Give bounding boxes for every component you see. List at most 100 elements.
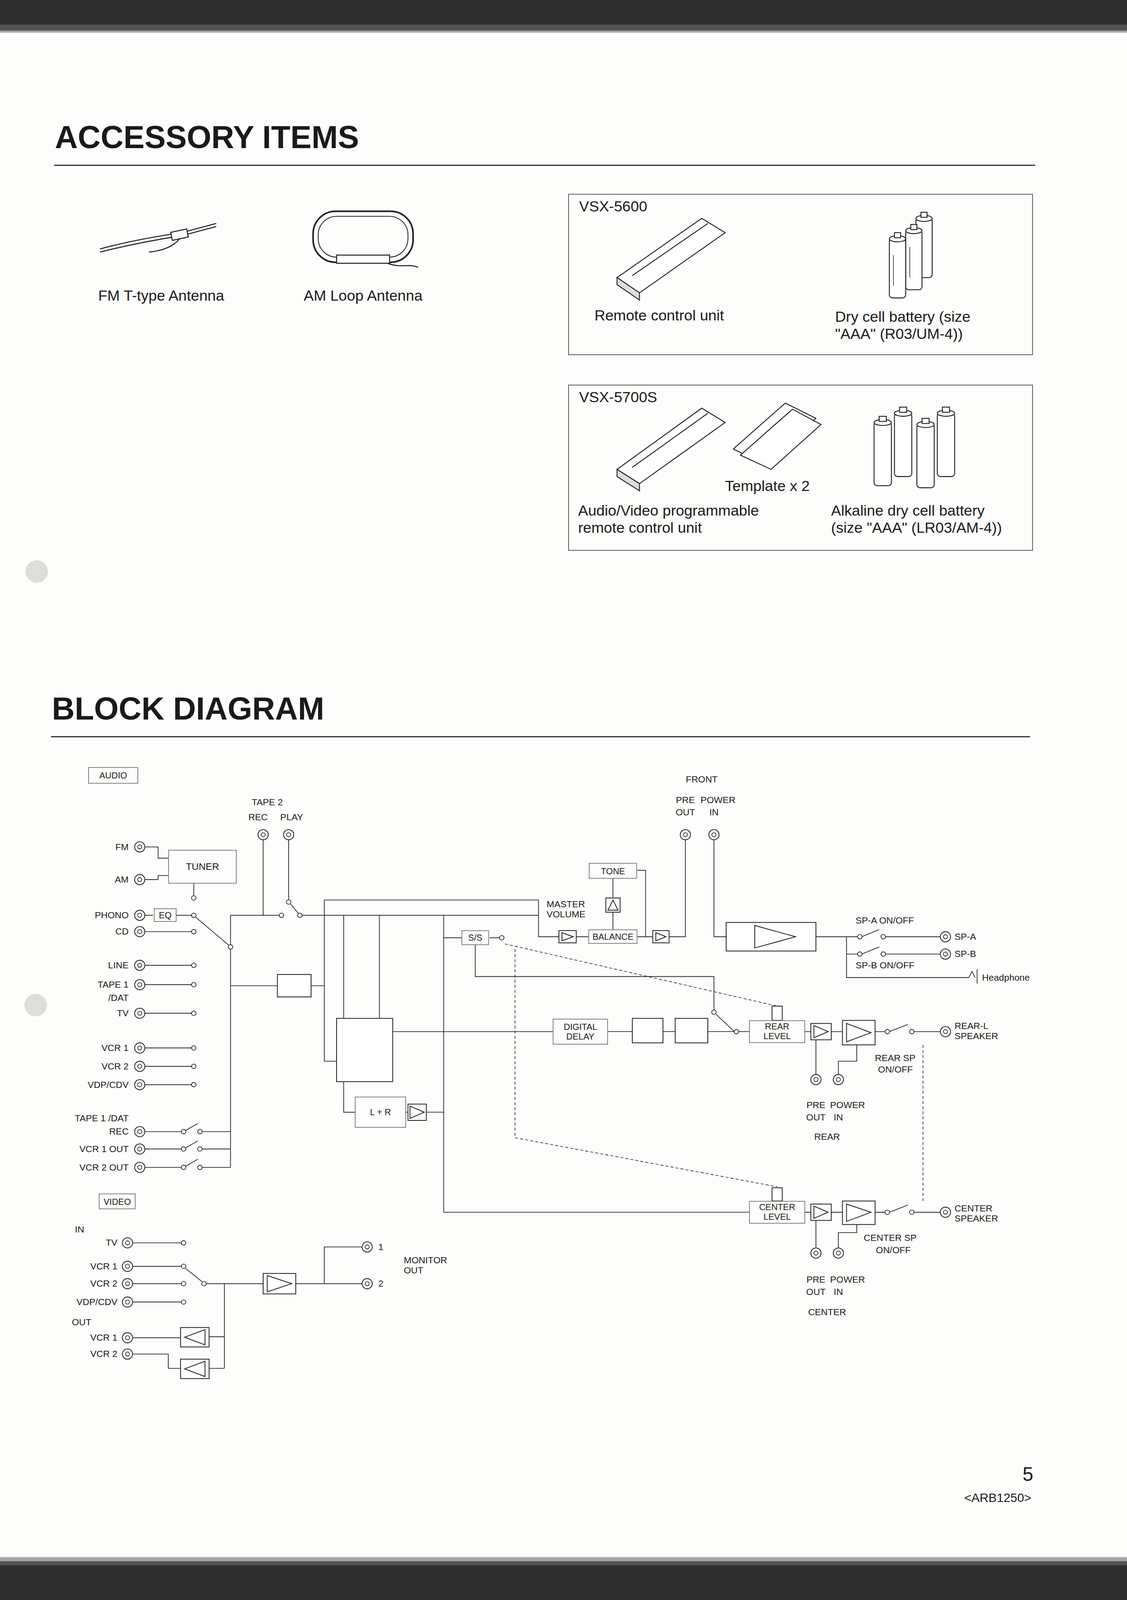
- accessory-caption: FM T-type Antenna: [97, 287, 225, 304]
- terminal-label: PLAY: [279, 811, 305, 823]
- antenna-wire: [99, 223, 217, 249]
- accessory-caption: Remote control unit: [594, 306, 725, 324]
- terminal-label: SP-B: [953, 948, 977, 959]
- switch-contact: [884, 1209, 890, 1214]
- amplifier-symbol: [408, 1103, 427, 1120]
- terminal-label: TV: [115, 1007, 130, 1018]
- jack-symbol: [134, 873, 145, 885]
- level-knob: [771, 1005, 783, 1021]
- terminal-label: ON/OFF: [876, 1063, 914, 1074]
- accessory-caption: AM Loop Antenna: [302, 287, 424, 304]
- mixer-block: L + R: [355, 1096, 406, 1127]
- scan-edge: [0, 1560, 1127, 1600]
- section-heading: ACCESSORY ITEMS: [54, 120, 360, 156]
- balance-block: BALANCE: [588, 929, 638, 944]
- battery: [920, 212, 928, 218]
- battery: [921, 418, 929, 424]
- terminal-label: VCR 2: [100, 1060, 130, 1071]
- scan-edge: [0, 24, 1127, 33]
- terminal-label: SP-A: [953, 931, 977, 942]
- jack-symbol: [257, 829, 269, 840]
- terminal-label: REAR SP: [873, 1052, 917, 1063]
- jack-symbol: [134, 1143, 145, 1154]
- jack-symbol: [940, 1206, 951, 1217]
- amplifier-symbol: [561, 932, 574, 941]
- circuit-block: [632, 1018, 664, 1043]
- accessory-caption: Template x 2: [724, 477, 810, 495]
- block-label: TONE: [600, 865, 625, 876]
- switch-contact: [181, 1263, 186, 1269]
- equalizer-block: EQ: [153, 908, 177, 922]
- loop-base: [336, 254, 390, 264]
- terminal-label: CENTER SP: [862, 1232, 918, 1243]
- amplifier-symbol: [607, 899, 618, 910]
- terminal-label: AM: [113, 873, 130, 885]
- switch-contact: [191, 962, 196, 968]
- switch-contact: [297, 912, 302, 917]
- battery: [937, 413, 955, 477]
- power-amplifier-symbol: [842, 1200, 875, 1224]
- terminal-label: 1: [377, 1241, 385, 1252]
- switch-contact: [191, 895, 196, 900]
- template-sheet: [740, 409, 821, 470]
- accessory-caption: Dry cell battery (size "AAA" (R03/UM-4)): [835, 308, 1014, 343]
- switch-contact: [197, 1128, 203, 1134]
- block-label: VIDEO: [103, 1195, 131, 1206]
- level-block: REAR LEVEL: [749, 1019, 806, 1043]
- terminal-label: IN: [833, 1286, 845, 1297]
- battery: [910, 224, 917, 230]
- jack-symbol: [134, 1079, 145, 1090]
- terminal-label: POWER: [829, 1273, 866, 1284]
- jack-symbol: [134, 1060, 145, 1071]
- remote-body: [616, 469, 640, 491]
- terminal-label: LINE: [107, 959, 130, 970]
- template-drawing: [733, 402, 822, 470]
- switch-contact: [181, 1299, 186, 1304]
- section-tag: AUDIO: [88, 767, 139, 784]
- terminal-label: /DAT: [107, 992, 130, 1003]
- remote-body: [616, 277, 640, 300]
- terminal-label: TV: [104, 1237, 119, 1248]
- switch-contact: [711, 1009, 717, 1015]
- jacks: [122, 829, 951, 1359]
- jack-symbol: [283, 829, 294, 840]
- battery-stripe: [893, 246, 910, 286]
- terminal-label: OUT: [71, 1316, 93, 1327]
- terminal-label: VCR 2 OUT: [78, 1161, 130, 1172]
- terminal-label: IN: [708, 806, 720, 817]
- jack-symbol: [708, 829, 719, 840]
- terminal-label: VDP/CDV: [86, 1079, 130, 1090]
- terminal-label: MONITOR OUT: [402, 1254, 449, 1275]
- model-heading: VSX-5700S: [579, 388, 658, 406]
- amplifier-symbol: [558, 930, 577, 943]
- terminal-label: SP-B ON/OFF: [854, 959, 916, 970]
- jack-symbol: [122, 1278, 133, 1289]
- block-label: CENTER LEVEL: [759, 1202, 796, 1222]
- switch-contact: [880, 951, 886, 956]
- battery: [942, 406, 950, 413]
- antenna-wire: [99, 226, 217, 252]
- terminal-label: OUT: [674, 806, 696, 817]
- terminal-label: IN: [833, 1111, 845, 1122]
- video-amplifier-symbol: [180, 1358, 210, 1378]
- battery: [894, 413, 912, 477]
- switch-contact: [857, 934, 863, 939]
- battery: [894, 232, 901, 238]
- document-code: <ARB1250>: [963, 1490, 1033, 1504]
- terminal-label: REC: [108, 1126, 130, 1137]
- jack-symbol: [134, 926, 145, 937]
- scan-edge: [0, 1556, 1127, 1566]
- terminal-label: VCR 1 OUT: [78, 1143, 130, 1154]
- terminal-label: TAPE 2: [250, 796, 284, 807]
- accessory-panel: VSX-5700STemplate x 2Audio/Video program…: [568, 384, 1034, 551]
- battery: [873, 422, 892, 486]
- jack-symbol: [134, 841, 145, 852]
- battery-drawing: [873, 406, 955, 488]
- terminal-label: PRE: [674, 794, 696, 805]
- heading-rule: [50, 165, 1036, 737]
- switch-contact: [191, 928, 196, 934]
- battery: [916, 424, 935, 488]
- jack-symbol: [134, 979, 145, 990]
- terminal-label: 2: [377, 1278, 385, 1289]
